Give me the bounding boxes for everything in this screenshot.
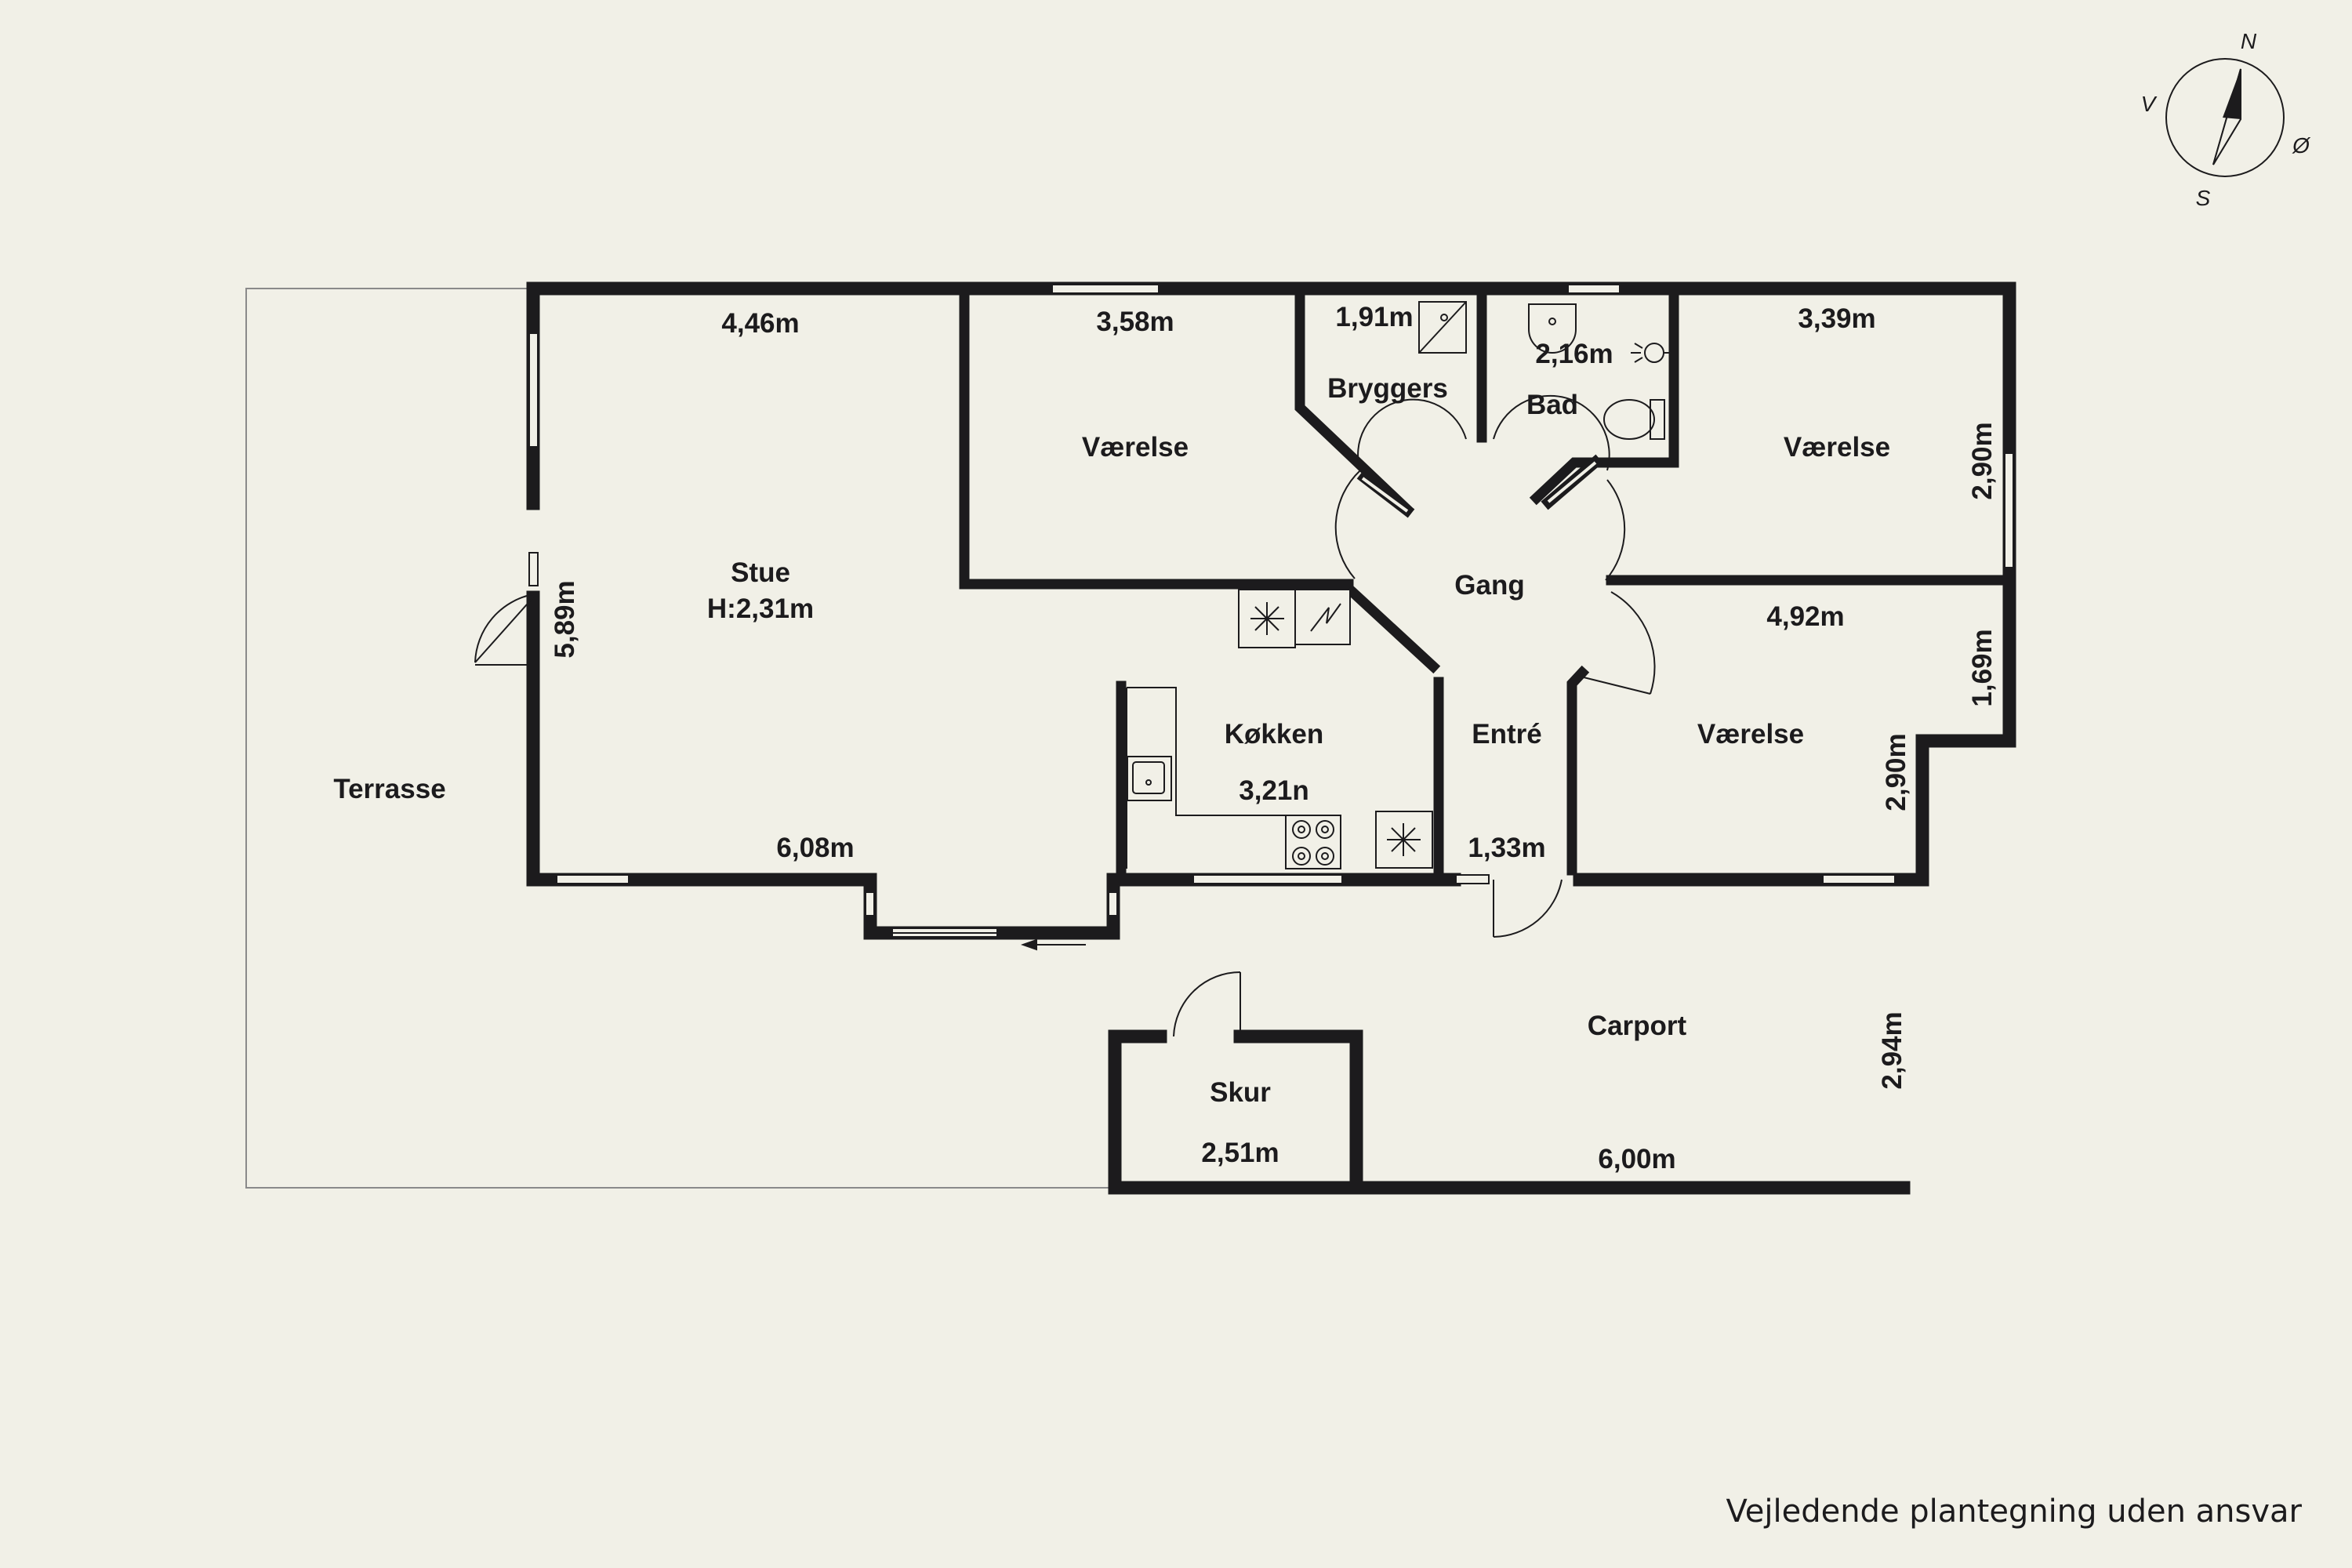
room-label-koekken: Køkken — [1225, 719, 1323, 750]
terrace-outline — [245, 288, 1115, 1189]
dim-vaerelse-2-top: 3,39m — [1798, 303, 1875, 334]
room-label-skur: Skur — [1210, 1077, 1271, 1108]
room-label-terrasse: Terrasse — [333, 774, 445, 804]
dim-bad-top: 2,16m — [1535, 339, 1613, 369]
dim-stue-bottom: 6,08m — [776, 833, 854, 863]
compass-east: Ø — [2292, 133, 2311, 158]
sink-icon — [1132, 761, 1165, 794]
windows — [528, 284, 2014, 938]
entry-arrow-icon — [1020, 938, 1086, 951]
fridge-icon — [1387, 823, 1421, 856]
freezer-icon — [1250, 602, 1284, 635]
compass-icon — [2165, 58, 2285, 177]
dim-vaerelse-1-top: 3,58m — [1096, 307, 1174, 337]
washbasin-icon — [1528, 303, 1577, 354]
stove-icon — [1292, 820, 1334, 866]
room-label-bryggers: Bryggers — [1327, 373, 1448, 404]
room-label-carport: Carport — [1588, 1011, 1687, 1041]
doors — [474, 394, 1656, 1037]
shower-icon — [1631, 343, 1674, 363]
room-label-vaerelse-3: Værelse — [1697, 719, 1804, 750]
room-label-vaerelse-1: Værelse — [1082, 432, 1189, 463]
room-label-stue: Stue — [731, 557, 790, 588]
door-leaves — [1356, 454, 1603, 518]
room-label-entre: Entré — [1472, 719, 1541, 750]
dim-entre-bottom: 1,33m — [1468, 833, 1545, 863]
dim-stue-side: 5,89m — [550, 580, 580, 658]
electric-panel-icon — [1310, 603, 1341, 632]
dim-bryggers-top: 1,91m — [1335, 302, 1413, 332]
dim-skur-bottom: 2,51m — [1201, 1138, 1279, 1168]
disclaimer-text: Vejledende plantegning uden ansvar — [1726, 1494, 2303, 1530]
dim-koekken-bottom: 3,21n — [1239, 775, 1309, 806]
compass-north: N — [2241, 29, 2257, 53]
compass-south: S — [2196, 186, 2211, 210]
room-label-gang: Gang — [1454, 570, 1524, 601]
dim-vaerelse-3-side-upper: 1,69m — [1967, 629, 1998, 706]
dim-vaerelse-3-top: 4,92m — [1766, 601, 1844, 632]
room-height-stue: H:2,31m — [707, 593, 814, 624]
dim-carport-bottom: 6,00m — [1598, 1144, 1675, 1174]
dim-vaerelse-3-side-lower: 2,90m — [1881, 733, 1911, 811]
compass-west: V — [2141, 92, 2158, 116]
room-label-vaerelse-2: Værelse — [1784, 432, 1890, 463]
walls — [526, 281, 2016, 1195]
dim-stue-top: 4,46m — [721, 308, 799, 339]
utility-sink-icon — [1418, 301, 1467, 354]
room-label-bad: Bad — [1526, 390, 1578, 420]
dim-vaerelse-2-side: 2,90m — [1967, 422, 1998, 499]
toilet-icon — [1603, 399, 1665, 440]
dim-carport-side: 2,94m — [1877, 1011, 1907, 1089]
